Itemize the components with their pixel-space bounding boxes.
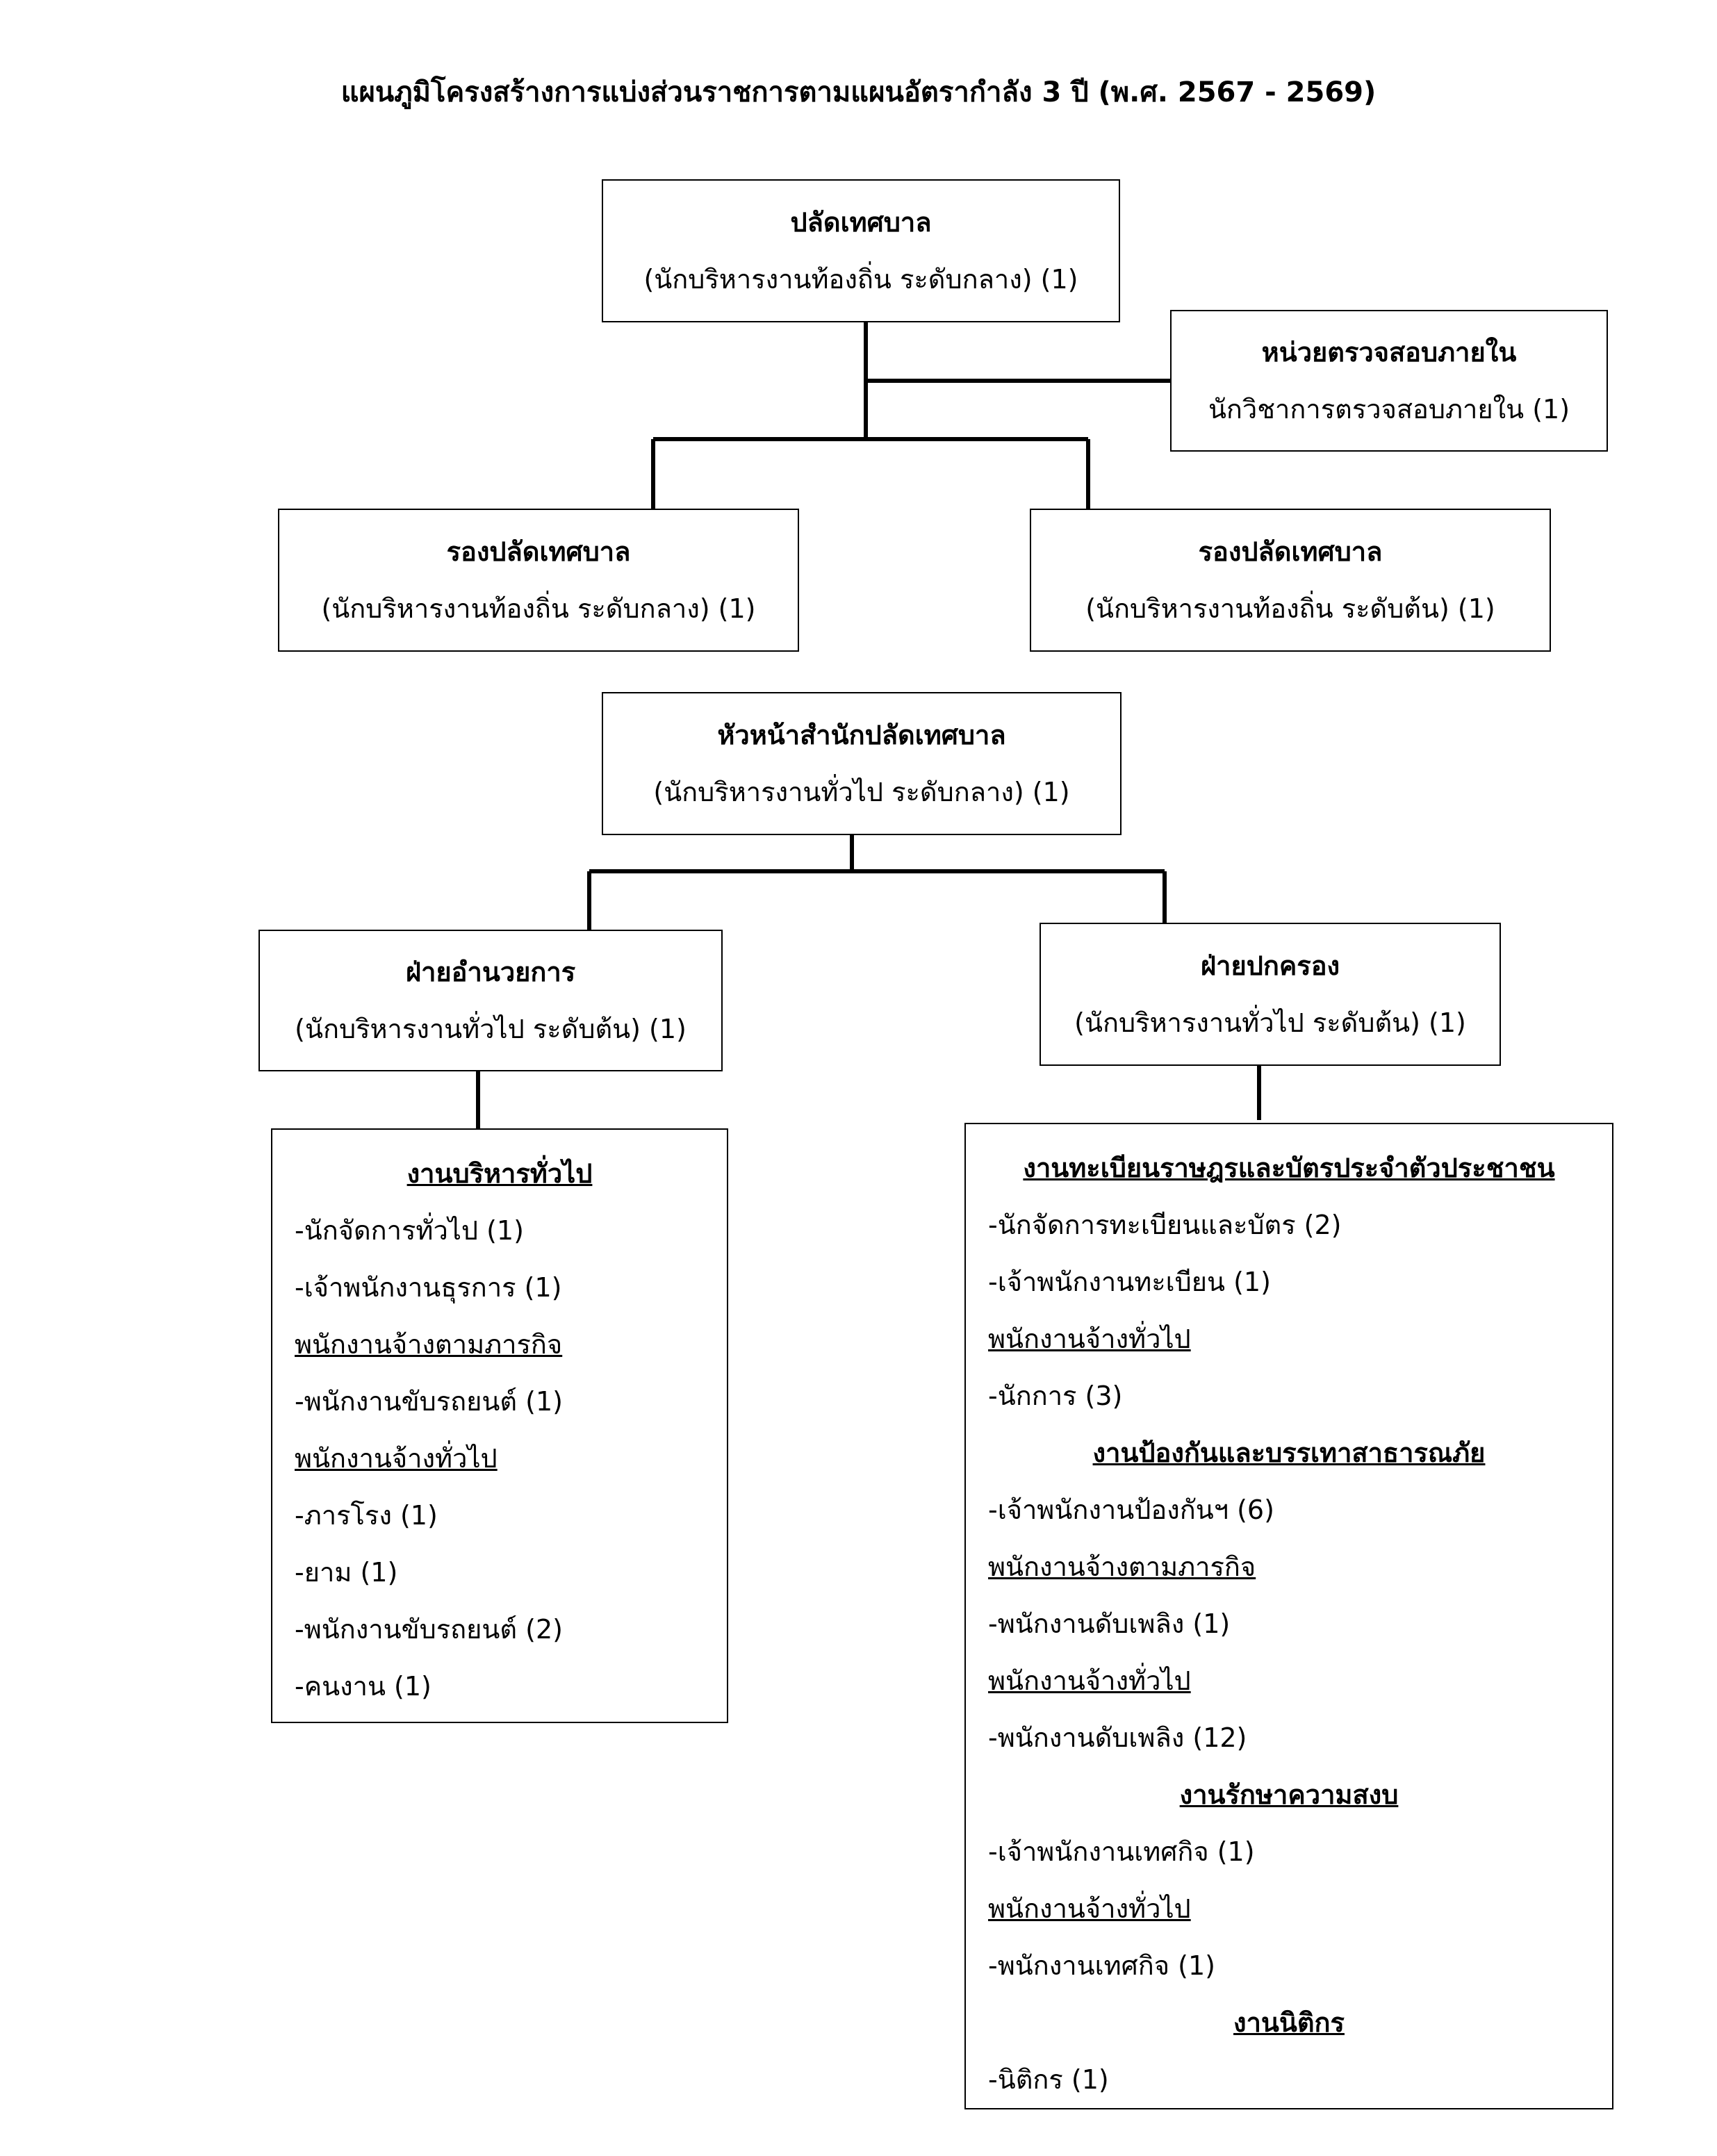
office-head-position: (นักบริหารงานทั่วไป ระดับกลาง) (1) — [653, 777, 1070, 807]
audit-name: หน่วยตรวจสอบภายใน — [1261, 337, 1517, 368]
admin-division-box: ฝ่ายอำนวยการ (นักบริหารงานทั่วไป ระดับต้… — [258, 930, 723, 1071]
position-item: -พนักงานขับรถยนต์ (1) — [295, 1386, 563, 1417]
position-item: -ยาม (1) — [295, 1557, 398, 1588]
gov-division-name: ฝ่ายปกครอง — [1200, 951, 1340, 981]
gov-division-position: (นักบริหารงานทั่วไป ระดับต้น) (1) — [1074, 1007, 1466, 1038]
employee-category: พนักงานจ้างทั่วไป — [988, 1665, 1191, 1696]
position-item: -พนักงานดับเพลิง (1) — [988, 1608, 1231, 1639]
position-item: -นิติกร (1) — [988, 2064, 1109, 2095]
employee-category: พนักงานจ้างตามภารกิจ — [988, 1552, 1256, 1582]
position-item: -ภารโรง (1) — [295, 1500, 438, 1531]
section-heading: งานทะเบียนราษฎรและบัตรประจำตัวประชาชน — [1023, 1153, 1555, 1183]
office-head-box: หัวหน้าสำนักปลัดเทศบาล (นักบริหารงานทั่ว… — [602, 692, 1122, 835]
position-item: -นักจัดการทะเบียนและบัตร (2) — [988, 1210, 1342, 1240]
admin-division-position: (นักบริหารงานทั่วไป ระดับต้น) (1) — [295, 1014, 687, 1044]
position-item: -พนักงานขับรถยนต์ (2) — [295, 1614, 563, 1645]
position-item: -เจ้าพนักงานเทศกิจ (1) — [988, 1836, 1255, 1867]
position-item: -นักจัดการทั่วไป (1) — [295, 1215, 524, 1246]
deputy-left-position: (นักบริหารงานท้องถิ่น ระดับกลาง) (1) — [321, 593, 756, 624]
deputy-right-box: รองปลัดเทศบาล (นักบริหารงานท้องถิ่น ระดั… — [1030, 509, 1551, 652]
position-item: -พนักงานเทศกิจ (1) — [988, 1950, 1215, 1981]
audit-position: นักวิชาการตรวจสอบภายใน (1) — [1208, 394, 1570, 425]
section-heading: งานป้องกันและบรรเทาสาธารณภัย — [1092, 1438, 1486, 1468]
employee-category: พนักงานจ้างทั่วไป — [988, 1893, 1191, 1924]
section-heading: งานนิติกร — [1233, 2007, 1345, 2038]
employee-category: พนักงานจ้างทั่วไป — [295, 1443, 498, 1474]
deputy-left-name: รองปลัดเทศบาล — [446, 536, 631, 567]
deputy-right-position: (นักบริหารงานท้องถิ่น ระดับต้น) (1) — [1085, 593, 1495, 624]
gov-division-box: ฝ่ายปกครอง (นักบริหารงานทั่วไป ระดับต้น)… — [1040, 923, 1501, 1066]
employee-category: พนักงานจ้างทั่วไป — [988, 1324, 1191, 1354]
position-item: -คนงาน (1) — [295, 1671, 432, 1702]
gov-staff-list: งานทะเบียนราษฎรและบัตรประจำตัวประชาชน -นั… — [964, 1123, 1613, 2109]
deputy-right-name: รองปลัดเทศบาล — [1198, 536, 1383, 567]
position-item: -เจ้าพนักงานทะเบียน (1) — [988, 1267, 1271, 1297]
page-title: แผนภูมิโครงสร้างการแบ่งส่วนราชการตามแผนอ… — [340, 76, 1377, 108]
palad-name: ปลัดเทศบาล — [790, 207, 932, 238]
employee-category: พนักงานจ้างตามภารกิจ — [295, 1329, 563, 1360]
position-item: -พนักงานดับเพลิง (12) — [988, 1722, 1247, 1753]
palad-position: (นักบริหารงานท้องถิ่น ระดับกลาง) (1) — [643, 264, 1078, 295]
admin-division-name: ฝ่ายอำนวยการ — [405, 957, 576, 987]
office-head-name: หัวหน้าสำนักปลัดเทศบาล — [717, 720, 1006, 750]
position-item: -เจ้าพนักงานป้องกันฯ (6) — [988, 1495, 1274, 1525]
audit-box: หน่วยตรวจสอบภายใน นักวิชาการตรวจสอบภายใน… — [1170, 310, 1608, 452]
admin-staff-list: งานบริหารทั่วไป -นักจัดการทั่วไป (1) -เจ้า… — [271, 1128, 728, 1723]
deputy-left-box: รองปลัดเทศบาล (นักบริหารงานท้องถิ่น ระดั… — [278, 509, 799, 652]
position-item: -นักการ (3) — [988, 1381, 1123, 1411]
section-heading: งานรักษาความสงบ — [1179, 1779, 1399, 1810]
palad-box: ปลัดเทศบาล (นักบริหารงานท้องถิ่น ระดับกล… — [602, 179, 1120, 322]
position-item: -เจ้าพนักงานธุรการ (1) — [295, 1272, 562, 1303]
section-heading: งานบริหารทั่วไป — [406, 1158, 593, 1189]
